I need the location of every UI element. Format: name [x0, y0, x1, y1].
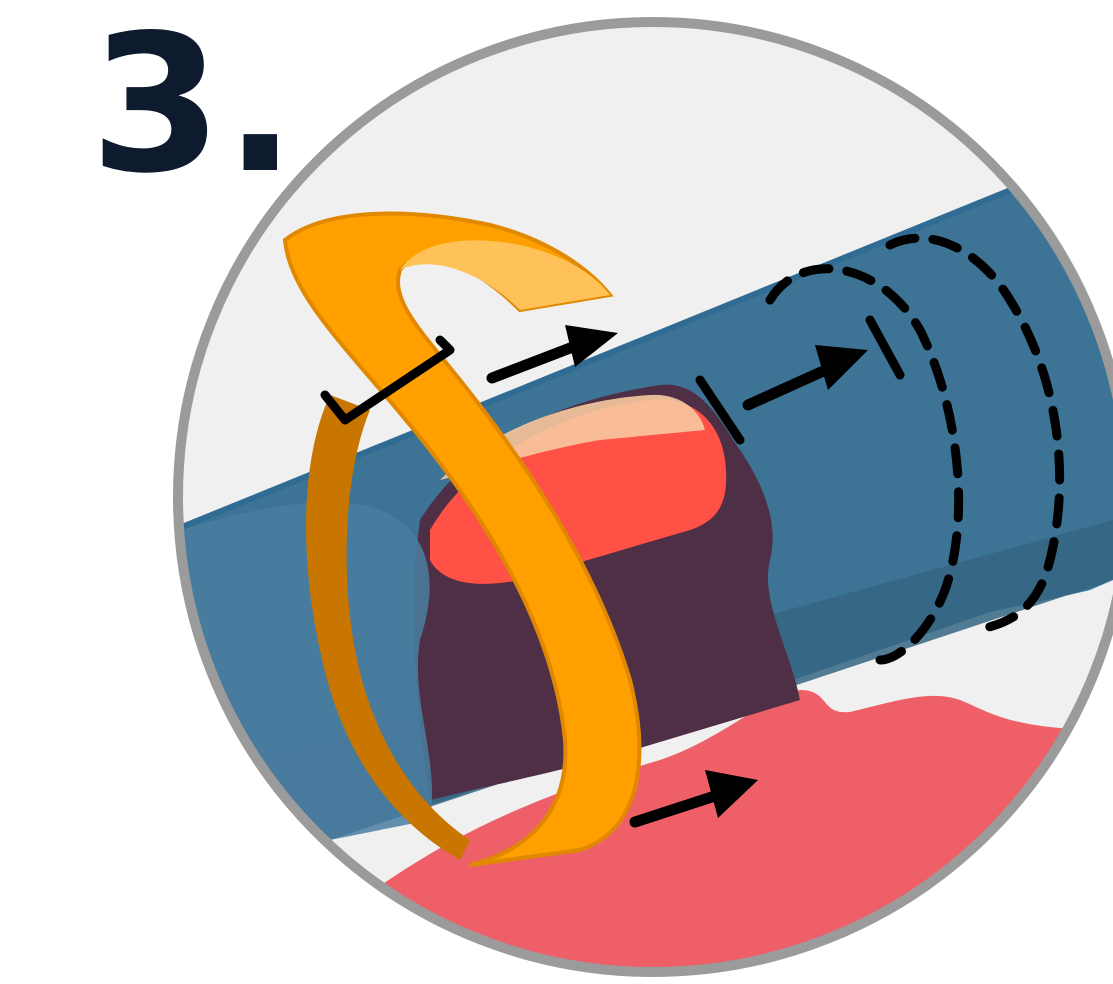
tourniquet-illustration [0, 0, 1113, 984]
